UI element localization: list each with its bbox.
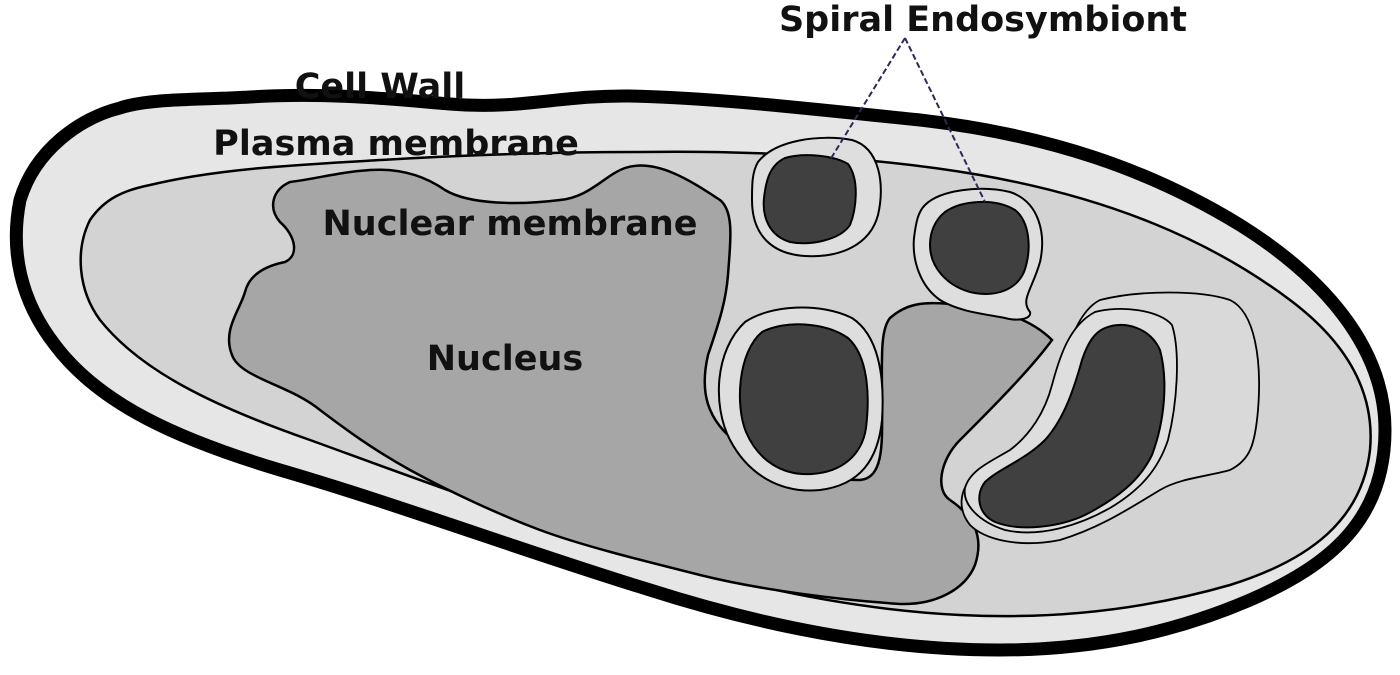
plasma-membrane-label: Plasma membrane <box>213 124 579 164</box>
nucleus-label: Nucleus <box>427 339 583 379</box>
endosymbiont-3-core <box>738 323 869 476</box>
endosymbiont-2-core <box>928 200 1030 295</box>
endosymbiont-1-core <box>762 154 857 245</box>
endosymbiont-pointer-line-right <box>904 37 986 203</box>
endosymbiont-pointer-line-left <box>829 37 906 161</box>
spiral-endosymbiont-label: Spiral Endosymbiont <box>779 0 1187 40</box>
nucleus <box>227 164 1054 606</box>
endosymbiont-4-core <box>978 324 1166 529</box>
cell-wall-label: Cell Wall <box>295 67 466 107</box>
nuclear-membrane-label: Nuclear membrane <box>322 204 697 244</box>
